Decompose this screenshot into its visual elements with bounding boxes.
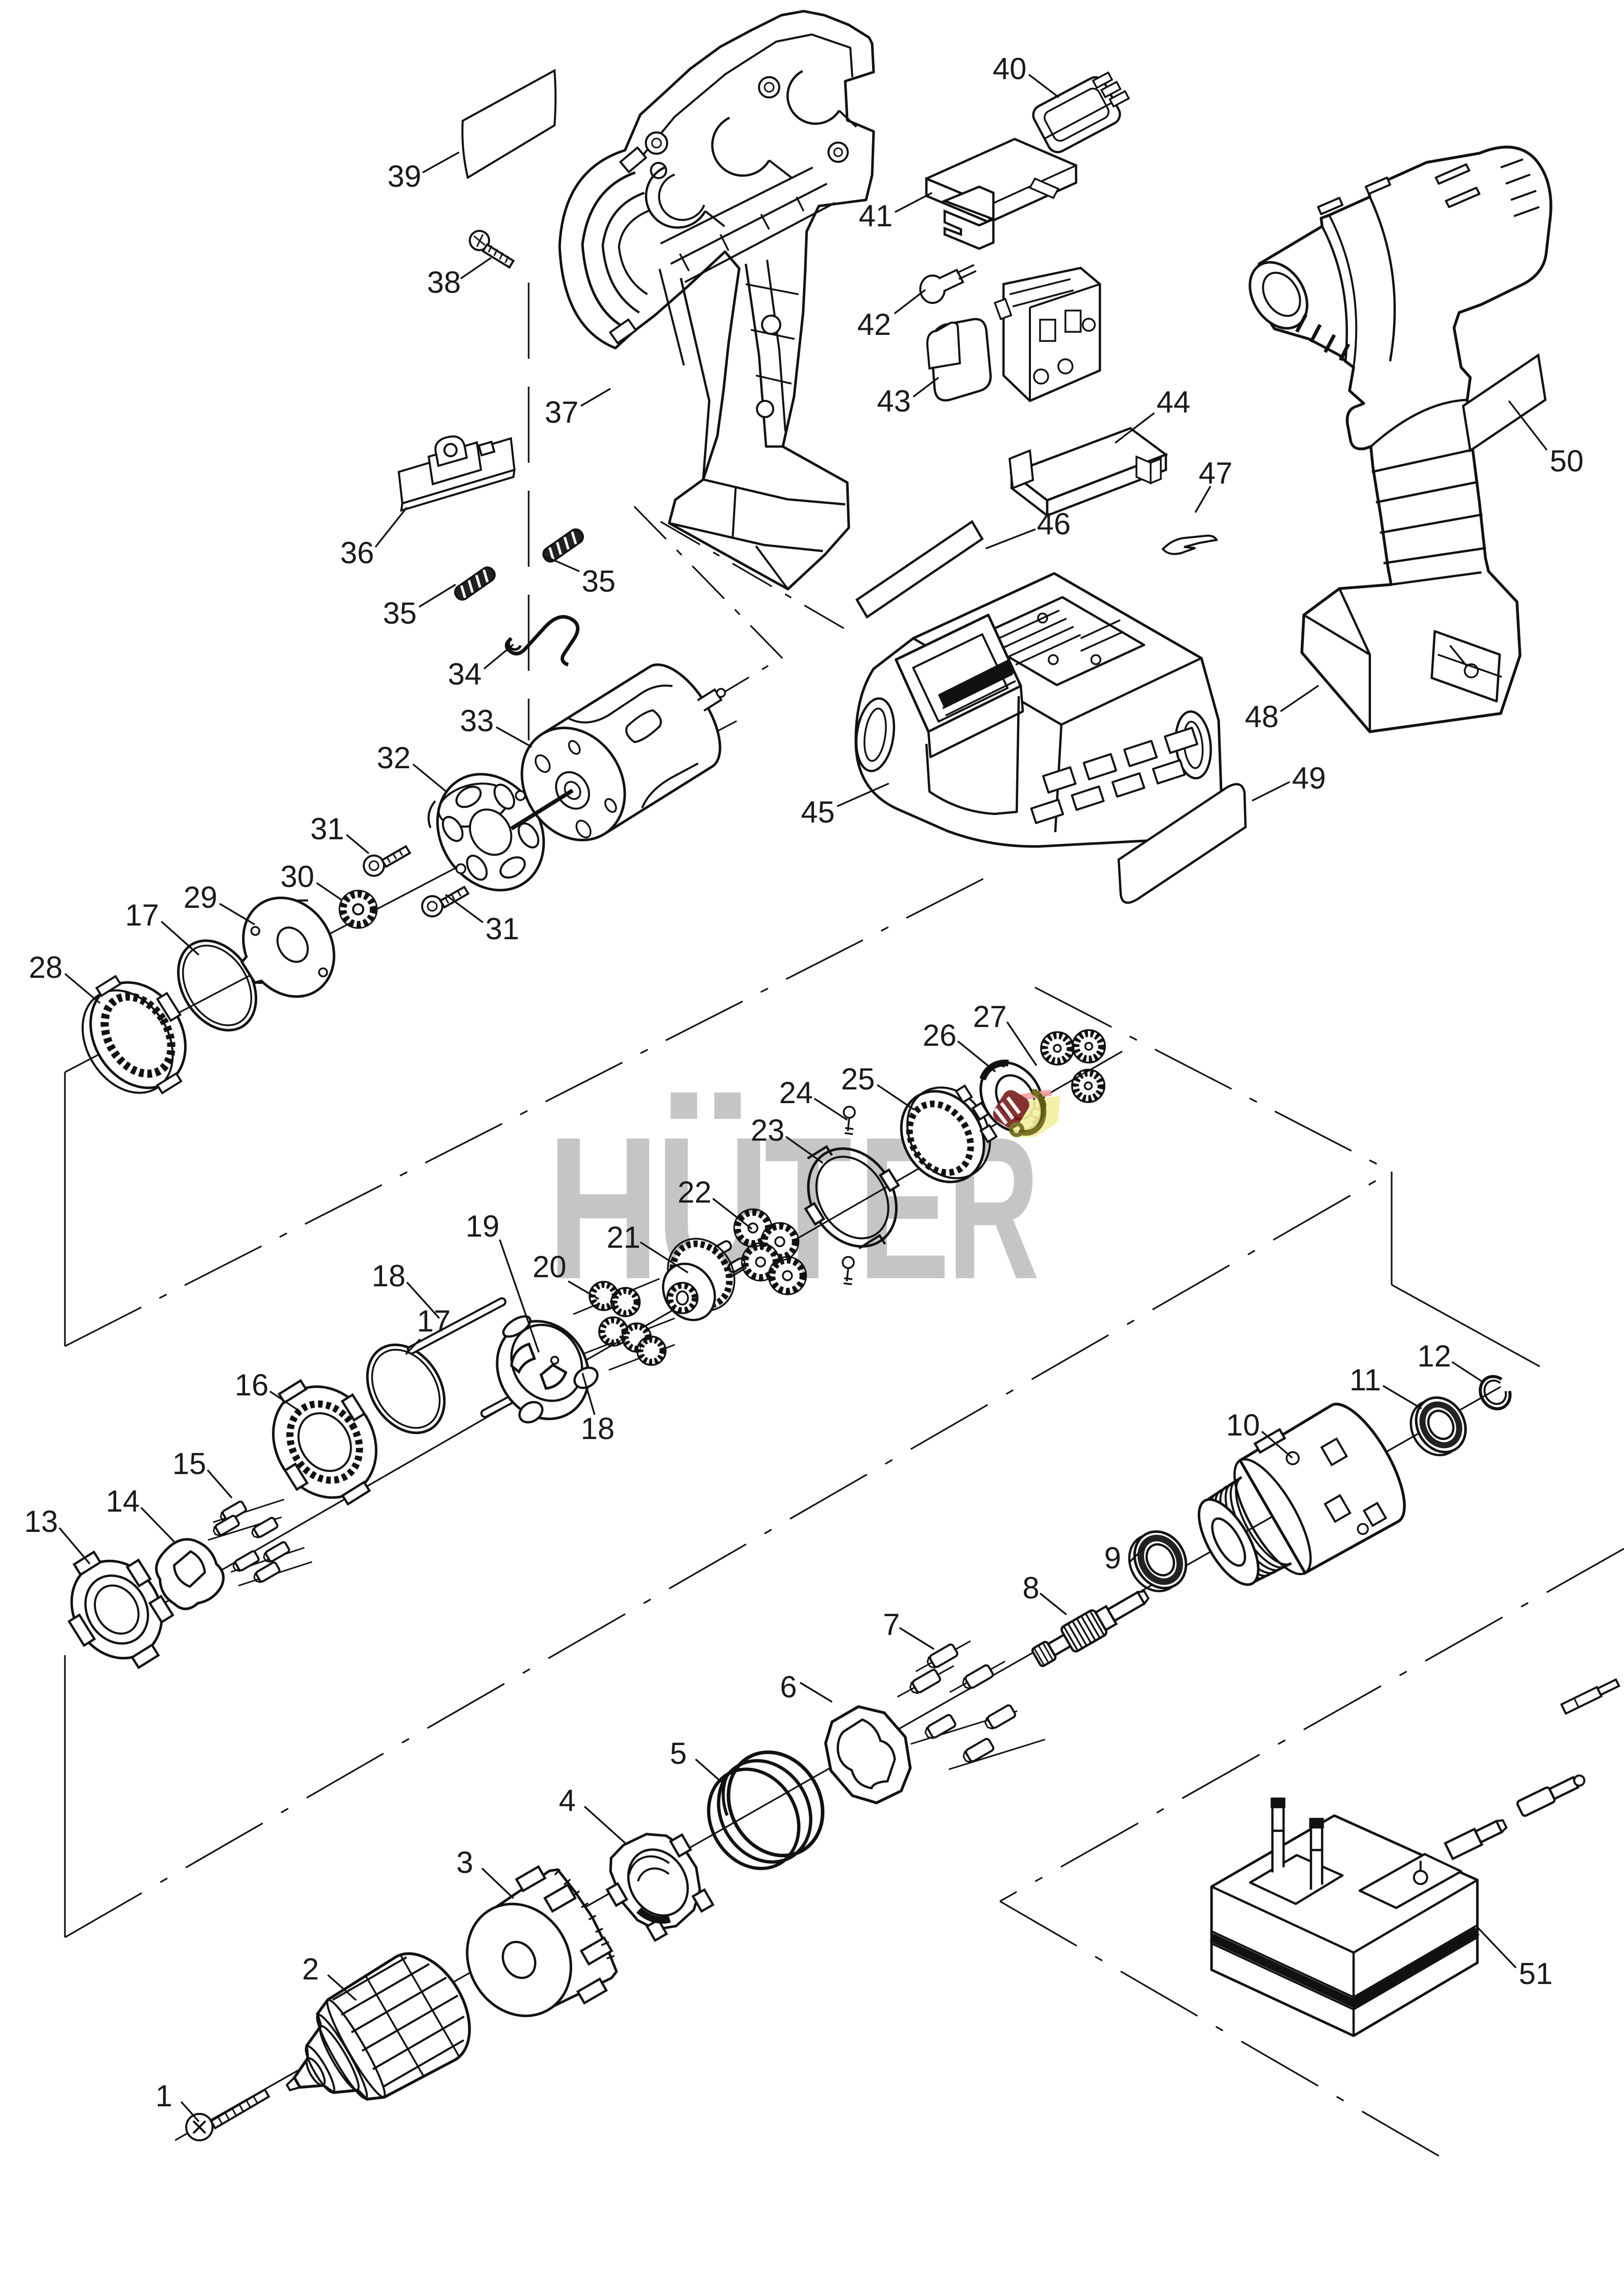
svg-text:9: 9 [1104,1541,1121,1575]
svg-text:21: 21 [607,1220,641,1254]
svg-text:31: 31 [310,812,344,846]
svg-text:51: 51 [1519,1957,1553,1991]
svg-text:18: 18 [372,1259,406,1293]
svg-text:8: 8 [1022,1571,1039,1605]
svg-text:35: 35 [582,564,616,598]
svg-text:24: 24 [779,1076,813,1110]
svg-text:1: 1 [155,2079,172,2113]
svg-text:47: 47 [1199,456,1233,490]
svg-text:41: 41 [859,199,893,233]
svg-text:31: 31 [486,912,520,946]
svg-text:42: 42 [857,307,891,341]
svg-text:20: 20 [533,1250,567,1284]
svg-text:48: 48 [1245,700,1279,734]
svg-text:10: 10 [1226,1408,1260,1442]
svg-text:33: 33 [460,704,494,738]
svg-text:15: 15 [172,1447,206,1481]
svg-text:26: 26 [923,1018,957,1052]
svg-text:5: 5 [670,1736,686,1770]
svg-text:2: 2 [302,1952,319,1986]
svg-text:7: 7 [883,1608,900,1642]
svg-text:37: 37 [545,395,579,429]
svg-text:16: 16 [235,1368,269,1402]
svg-text:30: 30 [281,860,315,894]
svg-text:38: 38 [427,265,461,299]
svg-text:46: 46 [1037,507,1071,541]
svg-text:44: 44 [1157,385,1191,419]
svg-text:28: 28 [29,950,63,984]
svg-text:36: 36 [340,536,374,570]
svg-text:27: 27 [973,1000,1007,1034]
svg-text:6: 6 [780,1670,797,1704]
svg-text:40: 40 [993,52,1027,86]
svg-text:29: 29 [184,880,218,914]
svg-text:43: 43 [877,384,911,418]
svg-text:4: 4 [559,1784,575,1818]
svg-text:13: 13 [24,1505,58,1539]
svg-text:45: 45 [801,795,835,829]
svg-text:34: 34 [448,657,482,691]
svg-text:39: 39 [388,159,422,193]
svg-text:49: 49 [1292,761,1326,795]
svg-text:14: 14 [106,1484,140,1518]
svg-text:25: 25 [841,1062,875,1096]
svg-text:12: 12 [1418,1339,1452,1373]
svg-text:18: 18 [581,1412,615,1446]
svg-text:3: 3 [456,1845,473,1879]
svg-text:50: 50 [1550,444,1584,478]
svg-text:23: 23 [751,1113,785,1147]
svg-text:11: 11 [1350,1363,1381,1397]
svg-text:22: 22 [678,1175,712,1209]
svg-text:17: 17 [417,1304,451,1338]
svg-text:35: 35 [383,596,417,630]
svg-text:17: 17 [125,898,159,932]
svg-text:19: 19 [466,1209,500,1243]
svg-text:32: 32 [377,741,411,775]
